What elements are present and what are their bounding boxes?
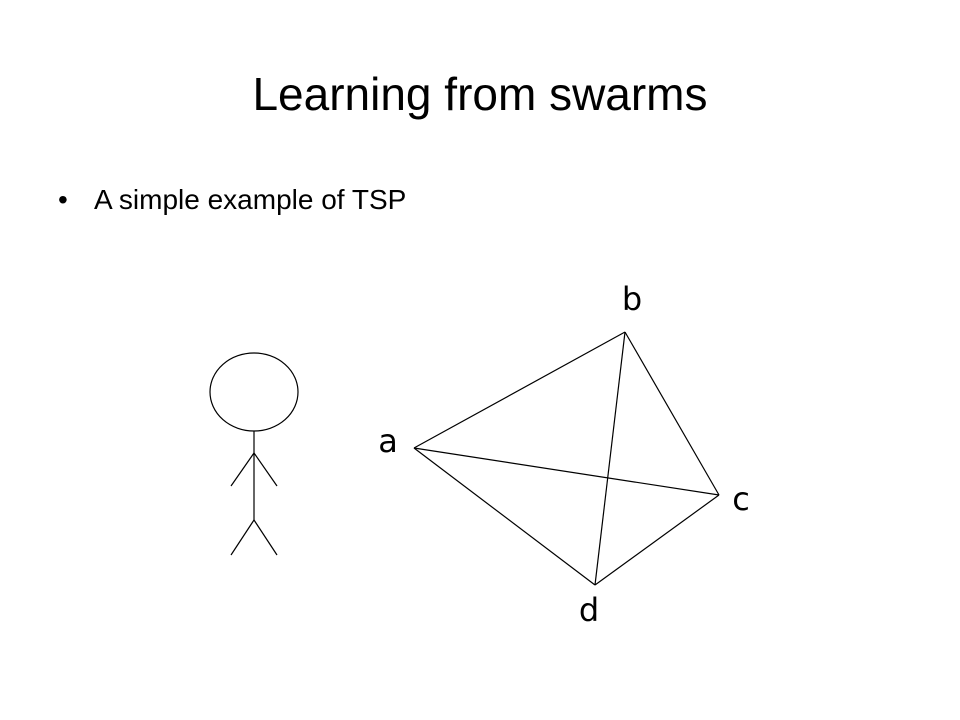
stick-figure-right-leg [253, 519, 278, 556]
stick-figure-left-leg [230, 519, 255, 556]
edge-c-d [594, 494, 720, 586]
edge-d-a [413, 447, 596, 586]
graph-edges [413, 331, 720, 586]
node-label-a: a [378, 422, 398, 460]
edge-a-c [413, 447, 720, 496]
edge-a-b [413, 331, 626, 449]
node-label-c: c [732, 480, 750, 518]
stick-figure-right-arm [253, 452, 278, 487]
bullet-text: A simple example of TSP [94, 184, 407, 215]
node-label-b: b [622, 280, 642, 318]
slide-title: Learning from swarms [252, 68, 708, 120]
edge-b-c [624, 331, 720, 496]
bullet-dot-icon: • [58, 184, 68, 215]
edge-b-d [594, 331, 626, 586]
stick-figure-head [209, 352, 299, 432]
node-label-d: d [579, 591, 599, 629]
stick-figure-left-arm [230, 452, 255, 487]
graph-node-labels: a b c d [378, 280, 750, 629]
bullet-list: • A simple example of TSP [58, 178, 406, 222]
stick-figure-icon [209, 352, 299, 556]
bullet-item: • A simple example of TSP [58, 178, 406, 222]
